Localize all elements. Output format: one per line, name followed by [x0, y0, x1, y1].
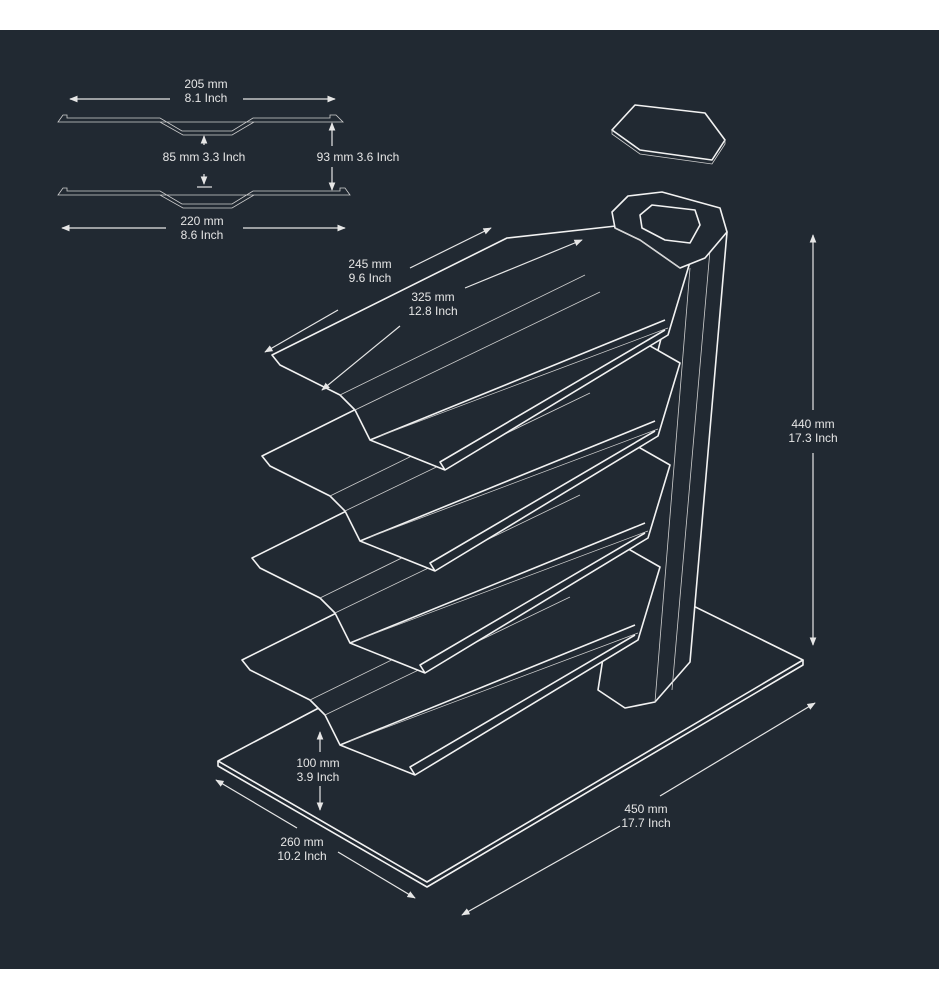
- tray-depth-inner-label: 325 mm 12.8 Inch: [408, 290, 457, 318]
- total-height-mm: 440 mm: [791, 417, 835, 431]
- profile-gap-label: 85 mm 3.3 Inch: [162, 150, 246, 164]
- tray-depth-inner-inch: 12.8 Inch: [408, 304, 458, 318]
- top-width-mm: 205 mm: [184, 77, 228, 91]
- base-width-label: 450 mm 17.7 Inch: [621, 802, 670, 830]
- tray-depth-inner-mm: 325 mm: [411, 290, 455, 304]
- profile-top: [57, 114, 344, 136]
- tray-1: [271, 224, 691, 471]
- drawing-canvas: 205 mm 8.1 Inch 85 mm 3.3 Inch 93 mm 3.6…: [0, 30, 939, 969]
- total-height-label: 440 mm 17.3 Inch: [788, 417, 837, 445]
- tray-depth-outer-label: 245 mm 9.6 Inch: [348, 257, 391, 285]
- dimension-arrows: [61, 95, 817, 916]
- column-top: [611, 191, 728, 269]
- top-width-label: 205 mm 8.1 Inch: [184, 77, 227, 105]
- tray-depth-outer-mm: 245 mm: [348, 257, 392, 271]
- profile-bottom: [57, 187, 351, 209]
- base-depth-label: 260 mm 10.2 Inch: [277, 835, 326, 863]
- base-width-inch: 17.7 Inch: [621, 816, 671, 830]
- top-width-inch: 8.1 Inch: [184, 91, 228, 105]
- tray-spacing-label: 100 mm 3.9 Inch: [296, 756, 339, 784]
- tray-stand-drawing: [57, 95, 817, 916]
- base-depth-mm: 260 mm: [280, 835, 324, 849]
- bottom-width-inch: 8.6 Inch: [180, 228, 224, 242]
- tray-spacing-inch: 3.9 Inch: [296, 770, 340, 784]
- trays: [241, 224, 691, 776]
- column-cap: [611, 104, 726, 165]
- bottom-width-mm: 220 mm: [180, 214, 224, 228]
- total-height-inch: 17.3 Inch: [788, 431, 838, 445]
- bottom-width-label: 220 mm 8.6 Inch: [180, 214, 223, 242]
- profile-height-label: 93 mm 3.6 Inch: [316, 150, 400, 164]
- base-depth-inch: 10.2 Inch: [277, 849, 327, 863]
- base-width-mm: 450 mm: [624, 802, 668, 816]
- tray-depth-outer-inch: 9.6 Inch: [348, 271, 392, 285]
- tray-spacing-mm: 100 mm: [296, 756, 340, 770]
